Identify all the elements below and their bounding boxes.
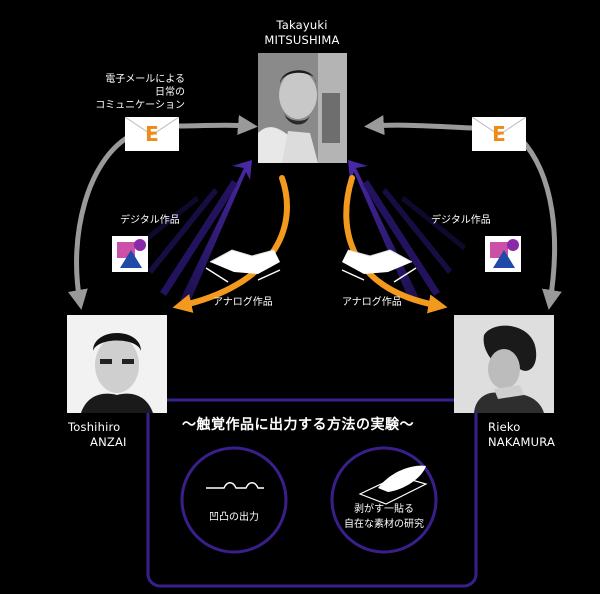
bump-wave-icon	[206, 482, 264, 489]
photo-portrait-left	[67, 315, 167, 413]
hands-icon	[205, 249, 281, 283]
email-arrow-left-top	[177, 115, 258, 135]
relief-output-label: 凹凸の出力	[209, 512, 259, 523]
digital-label-left: デジタル作品	[120, 215, 180, 226]
envelope-icon-right: E	[472, 117, 526, 151]
email-arrow-right-top	[364, 115, 473, 136]
digital-arrow-right	[348, 160, 466, 302]
photo-portrait	[258, 53, 347, 163]
analog-label-right: アナログ作品	[342, 297, 402, 308]
envelope-icon	[125, 117, 179, 136]
email-caption: 電子メールによる 日常の コミュニケーション	[95, 74, 185, 111]
envelope-icon	[472, 117, 526, 136]
photo-portrait	[454, 315, 554, 413]
analog-label-left: アナログ作品	[213, 297, 273, 308]
photo-portrait-top	[258, 53, 347, 163]
person-top-name: Takayuki MITSUSHIMA	[264, 18, 340, 47]
digital-arrow-left	[134, 160, 252, 302]
material-research-label: 剥がす一貼る 自在な素材の研究	[344, 504, 424, 530]
experiment-frame	[146, 398, 478, 588]
experiment-title: 〜触覚作品に出力する方法の実験〜	[182, 417, 414, 433]
hands-icon	[341, 249, 417, 283]
person-left-name: Toshihiro ANZAI	[68, 420, 127, 449]
material-research-circle	[330, 446, 438, 554]
envelope-icon-left: E	[125, 117, 179, 151]
email-arrow-right-down	[518, 136, 562, 310]
photo-portrait-right	[454, 315, 554, 413]
peel-sheet-icon	[358, 465, 428, 505]
email-arrow-left-down	[68, 133, 132, 310]
digital-art-icon	[485, 236, 521, 272]
person-right-name: Rieko NAKAMURA	[488, 420, 556, 449]
relief-output-circle	[180, 446, 288, 554]
photo-portrait	[67, 315, 167, 413]
digital-art-icon	[112, 236, 148, 272]
digital-label-right: デジタル作品	[431, 215, 491, 226]
